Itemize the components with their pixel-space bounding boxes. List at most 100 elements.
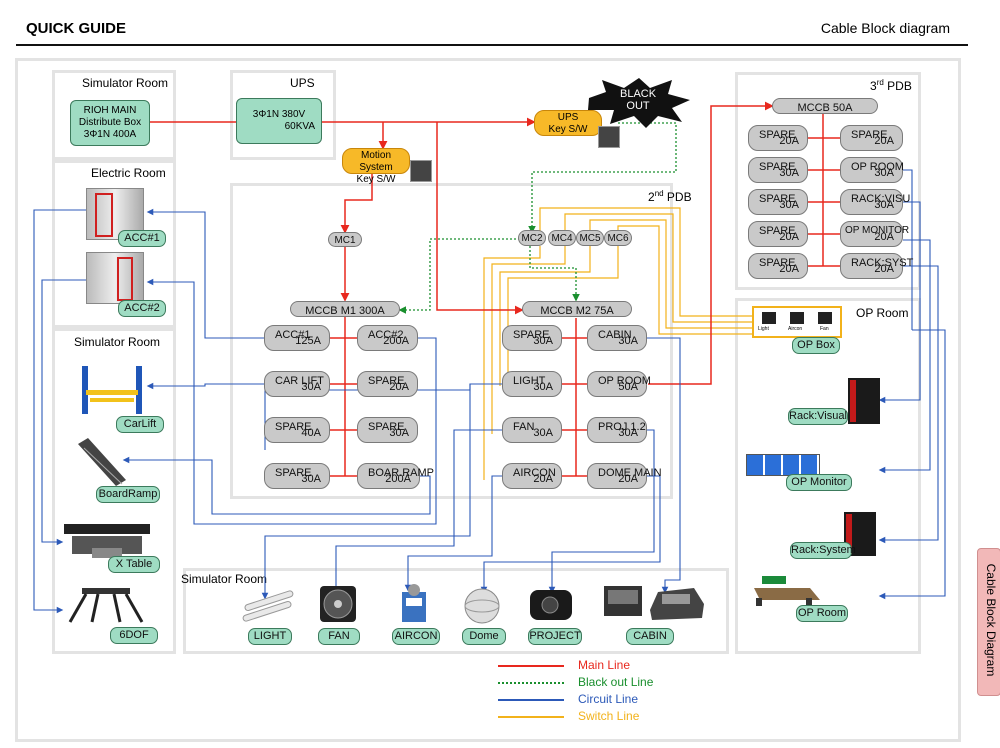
pdb2-frame: [230, 183, 673, 499]
mc6: MC6: [604, 230, 632, 246]
pdb2-title: 2nd PDB: [648, 189, 692, 204]
key-switch-icon: [410, 160, 432, 182]
mccb-m1: MCCB M1 300A: [290, 301, 400, 317]
sim-room-left-frame: [52, 328, 176, 654]
project-tag: PROJECT: [528, 628, 582, 645]
legend-swatch: [498, 699, 564, 701]
mccb-m2: MCCB M2 75A: [522, 301, 632, 317]
xtable-tag: X Table: [108, 556, 160, 573]
side-tab[interactable]: Cable Block Diagram: [977, 548, 1000, 696]
pdb3-title: 3rd PDB: [870, 78, 912, 93]
boardramp-tag: BoardRamp: [96, 486, 160, 503]
quick-guide-title: QUICK GUIDE: [26, 20, 127, 37]
mc5: MC5: [576, 230, 604, 246]
sim-room-top-title: Simulator Room: [82, 76, 169, 90]
sim-room-bottom-frame: [183, 568, 729, 654]
opmonitor-tag: OP Monitor: [786, 474, 852, 491]
6dof-tag: 6DOF: [110, 627, 158, 644]
fan-tag: FAN: [318, 628, 360, 645]
aircon-tag: AIRCON: [392, 628, 440, 645]
projector-image: [530, 590, 572, 620]
legend-swatch: [498, 716, 564, 718]
oproom-tag: OP Room: [796, 605, 848, 622]
op-room-frame: [735, 298, 921, 654]
key-switch-icon: [598, 126, 620, 148]
black-out-starburst: [588, 78, 690, 128]
electric-room-title: Electric Room: [91, 166, 166, 180]
opbox-tag: OP Box: [792, 337, 840, 354]
legend-swatch: [498, 665, 564, 667]
light-image: [242, 590, 294, 622]
fan-image: [320, 586, 356, 622]
legend-swatch: [498, 682, 564, 684]
6dof-image: [68, 588, 144, 623]
pdb3-frame: [735, 72, 921, 290]
sim-room-left-title: Simulator Room: [74, 335, 161, 349]
acc2-tag: ACC#2: [118, 300, 166, 317]
op-room-title: OP Room: [856, 306, 909, 320]
cabin-tag: CABIN: [626, 628, 674, 645]
racksystem-tag: Rack:System: [790, 542, 856, 559]
op-box-image: Light Aircon Fan: [752, 306, 842, 338]
op-room-image: [754, 576, 820, 606]
header-rule: [16, 44, 968, 46]
mc1: MC1: [328, 232, 362, 247]
dome-image: [464, 588, 500, 624]
outer-frame: [15, 58, 961, 742]
aircon-image: [402, 584, 426, 622]
acc1-tag: ACC#1: [118, 230, 166, 247]
light-tag: LIGHT: [248, 628, 292, 645]
acc2-cabinet-image: [86, 252, 144, 304]
ups-frame: [230, 70, 336, 160]
cabin-image: [604, 586, 704, 620]
electric-room-frame: [52, 160, 176, 328]
page-title: Cable Block diagram: [820, 20, 950, 36]
mccb-pdb3: MCCB 50A: [772, 98, 878, 114]
rackvisual-tag: Rack:Visual: [788, 408, 848, 425]
x-table-image: [64, 524, 150, 558]
sim-room-bottom-title: Simulator Room: [181, 572, 268, 586]
board-ramp-image: [78, 438, 126, 486]
mc4: MC4: [548, 230, 576, 246]
dome-tag: Dome: [462, 628, 506, 645]
carlift-tag: CarLift: [116, 416, 164, 433]
sim-room-top-frame: [52, 70, 176, 160]
mc2: MC2: [518, 230, 546, 246]
ups-title: UPS: [290, 76, 315, 90]
op-monitor-image: [746, 454, 820, 476]
rack-visual-image: [848, 378, 880, 424]
car-lift-image: [82, 366, 142, 414]
